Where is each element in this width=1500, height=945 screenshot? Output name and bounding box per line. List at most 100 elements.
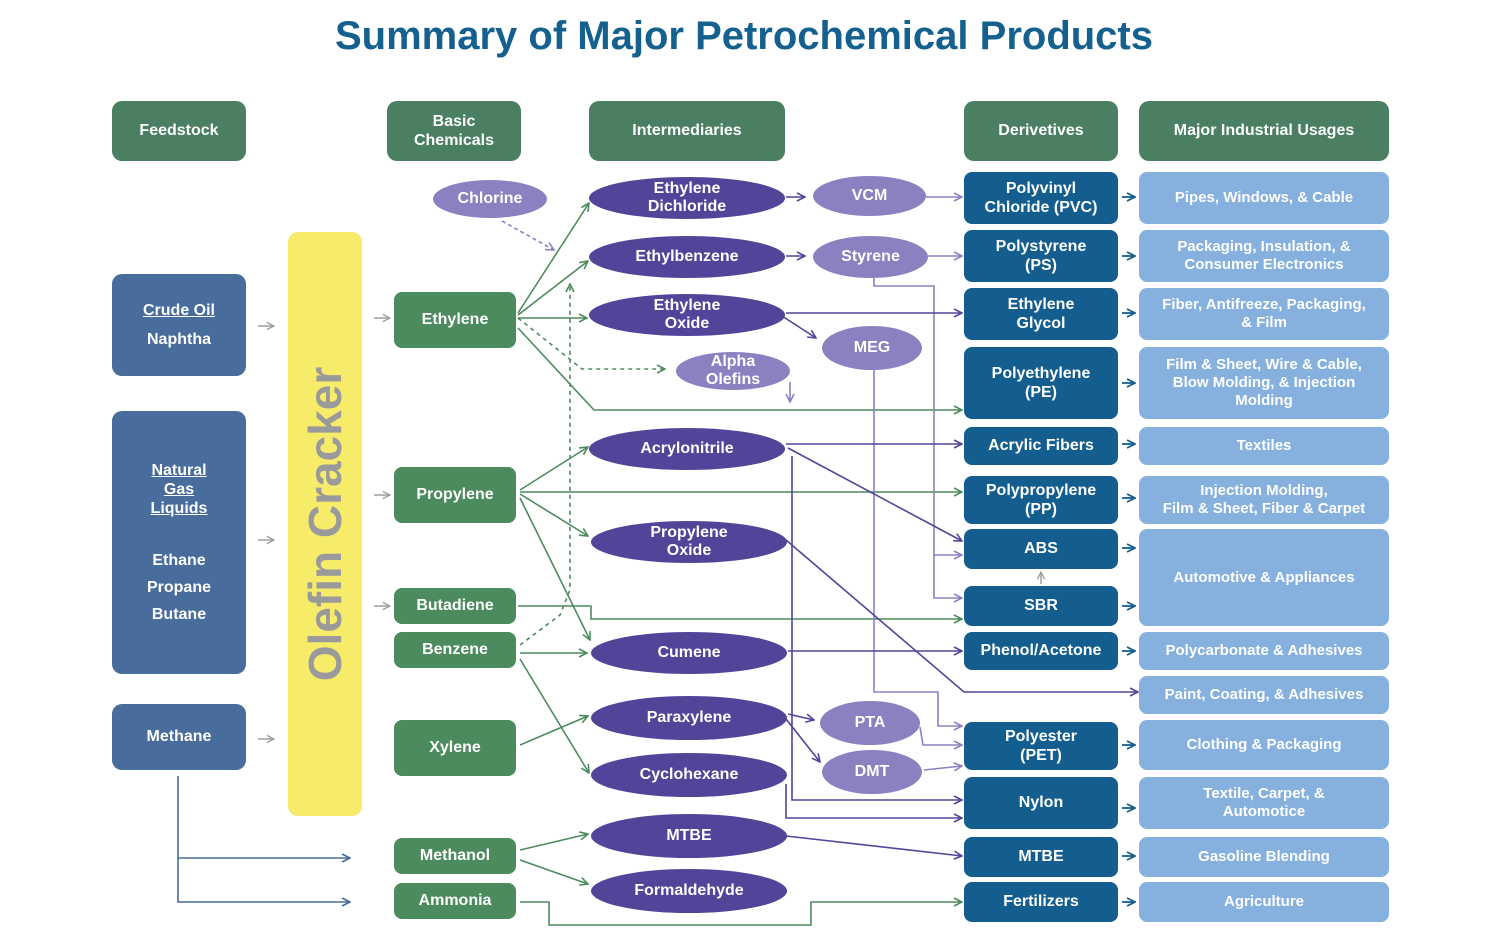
intermediary-propylene-oxide: Propylene Oxide	[591, 521, 787, 563]
pet-line1: Polyester	[1004, 727, 1078, 745]
usage-agriculture: Agriculture	[1139, 882, 1389, 922]
acrylic-label: Acrylic Fibers	[988, 437, 1094, 455]
pe-line2: (PE)	[1025, 384, 1057, 401]
ethylbenzene-label: Ethylbenzene	[635, 248, 739, 266]
formaldehyde-label: Formaldehyde	[634, 882, 744, 900]
usage-film-sheet: Film & Sheet, Wire & Cable, Blow Molding…	[1139, 347, 1389, 419]
grey-arrows	[258, 318, 1041, 739]
propylene-label: Propylene	[416, 486, 494, 504]
usage-polycarbonate: Polycarbonate & Adhesives	[1139, 632, 1389, 670]
edc-line1: Ethylene	[653, 179, 721, 197]
ngl-butane: Butane	[151, 605, 207, 623]
derivative-mtbe: MTBE	[964, 837, 1118, 877]
intermediary-ethylbenzene: Ethylbenzene	[589, 236, 785, 278]
usage-nylon-line1: Textile, Carpet, &	[1203, 785, 1325, 802]
pp-line2: (PP)	[1025, 501, 1057, 518]
basic-xylene: Xylene	[394, 720, 516, 776]
fertilizers-label: Fertilizers	[1003, 893, 1079, 911]
usage-gasoline-label: Gasoline Blending	[1198, 848, 1330, 865]
secondary-meg: MEG	[822, 326, 922, 370]
eo-line1: Ethylene	[653, 296, 721, 314]
usage-paint-label: Paint, Coating, & Adhesives	[1164, 686, 1364, 703]
derivative-nylon: Nylon	[964, 777, 1118, 829]
ngl-title-line1: Natural	[151, 461, 207, 479]
usage-pipes: Pipes, Windows, & Cable	[1139, 172, 1389, 224]
intermediary-cyclohexane: Cyclohexane	[591, 753, 787, 797]
usage-nylon-line2: Automotice	[1222, 803, 1306, 820]
ngl-title-line3: Liquids	[150, 500, 208, 518]
intermediary-cumene: Cumene	[591, 632, 787, 674]
feedstock-methane: Methane	[112, 704, 246, 770]
usage-ps-line2: Consumer Electronics	[1184, 256, 1344, 273]
usage-gasoline-blending: Gasoline Blending	[1139, 837, 1389, 877]
usage-packaging-insulation: Packaging, Insulation, & Consumer Electr…	[1139, 230, 1389, 282]
secondary-vcm: VCM	[813, 176, 926, 216]
ngl-title-line2: Gas	[163, 481, 195, 499]
methane-lines	[177, 776, 350, 902]
sbr-label: SBR	[1024, 597, 1058, 615]
methane-label: Methane	[146, 728, 212, 746]
po-line2: Oxide	[666, 542, 712, 559]
butadiene-label: Butadiene	[416, 597, 494, 615]
ngl-ethane: Ethane	[152, 551, 206, 569]
phenol-label: Phenol/Acetone	[980, 642, 1102, 660]
secondary-pta: PTA	[820, 701, 920, 745]
usage-textiles-label: Textiles	[1236, 437, 1292, 454]
methanol-label: Methanol	[419, 847, 491, 865]
vcm-label: VCM	[851, 187, 888, 205]
edc-line2: Dichloride	[647, 198, 727, 215]
input-chlorine: Chlorine	[433, 180, 547, 218]
ngl-propane: Propane	[146, 578, 211, 596]
purple-arrows	[781, 197, 1138, 856]
light-purple-arrows	[501, 197, 962, 770]
nylon-label: Nylon	[1018, 794, 1064, 812]
usage-polycarbonate-label: Polycarbonate & Adhesives	[1165, 642, 1363, 659]
usage-pe-line2: Blow Molding, & Injection	[1172, 374, 1356, 391]
blue-arrows	[1122, 197, 1135, 902]
usage-pp-line1: Injection Molding,	[1200, 482, 1328, 499]
usage-paint-coating: Paint, Coating, & Adhesives	[1139, 676, 1389, 714]
derivative-polyethylene: Polyethylene (PE)	[964, 347, 1118, 419]
intermediary-ethylene-dichloride: Ethylene Dichloride	[589, 177, 785, 219]
header-feedstock-label: Feedstock	[139, 122, 219, 140]
chlorine-label: Chlorine	[457, 190, 523, 208]
pvc-line2: Chloride (PVC)	[984, 199, 1098, 216]
usage-clothing-label: Clothing & Packaging	[1186, 736, 1342, 753]
alpha-olefins-line2: Olefins	[705, 371, 761, 388]
eg-line1: Ethylene	[1007, 295, 1075, 313]
intermediary-paraxylene: Paraxylene	[591, 696, 787, 740]
diagram-title: Summary of Major Petrochemical Products	[334, 14, 1153, 58]
green-arrows	[517, 203, 962, 926]
header-basic-line1: Basic	[432, 112, 476, 130]
usage-ps-line1: Packaging, Insulation, &	[1177, 238, 1351, 255]
acrylonitrile-label: Acrylonitrile	[640, 440, 734, 458]
pet-line2: (PET)	[1020, 747, 1062, 764]
pe-line1: Polyethylene	[991, 364, 1091, 382]
usage-agriculture-label: Agriculture	[1223, 893, 1304, 910]
intermediary-mtbe-label: MTBE	[666, 827, 712, 845]
usage-textiles: Textiles	[1139, 427, 1389, 465]
derivative-phenol-acetone: Phenol/Acetone	[964, 632, 1118, 670]
intermediary-ethylene-oxide: Ethylene Oxide	[589, 294, 785, 336]
derivative-pvc: Polyvinyl Chloride (PVC)	[964, 172, 1118, 224]
derivative-abs: ABS	[964, 529, 1118, 569]
usage-automotive-appliances: Automotive & Appliances	[1139, 529, 1389, 626]
header-intermediaries-label: Intermediaries	[632, 122, 742, 140]
crude-oil-naphtha: Naphtha	[147, 331, 211, 348]
benzene-label: Benzene	[422, 641, 488, 659]
cumene-label: Cumene	[657, 644, 721, 662]
header-usages: Major Industrial Usages	[1139, 101, 1389, 161]
usage-eg-line1: Fiber, Antifreeze, Packaging,	[1162, 296, 1366, 313]
intermediary-mtbe: MTBE	[591, 814, 787, 858]
basic-methanol: Methanol	[394, 838, 516, 874]
feedstock-natural-gas-liquids: Natural Gas Liquids Ethane Propane Butan…	[112, 411, 246, 674]
header-basic-chemicals: Basic Chemicals	[387, 101, 521, 161]
secondary-styrene: Styrene	[813, 236, 928, 278]
secondary-dmt: DMT	[822, 750, 922, 794]
xylene-label: Xylene	[429, 739, 481, 757]
usage-pe-line1: Film & Sheet, Wire & Cable,	[1166, 356, 1362, 373]
feedstock-crude-oil: Crude Oil Naphtha	[112, 274, 246, 376]
eg-line2: Glycol	[1016, 315, 1066, 332]
pta-label: PTA	[854, 714, 886, 732]
